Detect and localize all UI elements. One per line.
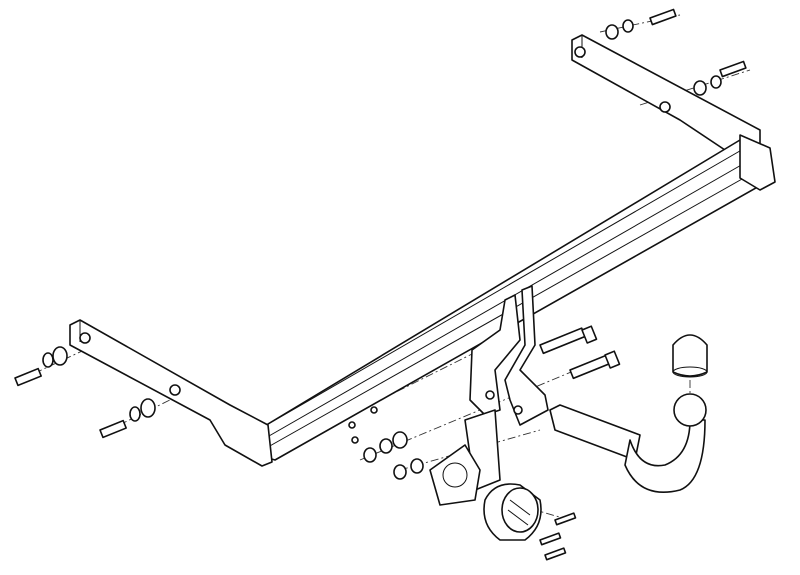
nut-icon — [659, 101, 671, 113]
left-side-bracket — [69, 319, 273, 467]
bolt-icon — [649, 8, 677, 26]
washer-icon — [693, 80, 707, 96]
washer-icon — [392, 431, 408, 449]
bolt-icon — [719, 60, 747, 78]
bolt-icon — [14, 367, 42, 387]
nut-icon — [574, 46, 586, 58]
right-side-bracket — [571, 34, 761, 161]
bolts — [14, 8, 747, 561]
nut-icon — [79, 332, 91, 344]
center-mount-bracket — [469, 285, 549, 426]
bolt-icon — [539, 325, 598, 355]
electrical-socket — [483, 483, 542, 541]
washer-icon — [129, 406, 141, 422]
washer-icon — [379, 438, 393, 454]
washer-icon — [42, 352, 54, 368]
bolt-icon — [544, 547, 567, 561]
tow-ball-neck — [549, 404, 706, 494]
nut-icon — [393, 464, 407, 480]
washers-and-nuts — [42, 19, 722, 480]
washer-icon — [622, 19, 634, 33]
washer-icon — [52, 346, 68, 366]
bolt-icon — [554, 512, 577, 526]
bolt-icon — [99, 419, 127, 439]
washer-icon — [605, 24, 619, 40]
ball-cap — [672, 334, 708, 378]
nut-icon — [363, 447, 377, 463]
tow-ball — [673, 393, 707, 427]
bolt-icon — [569, 350, 621, 380]
nut-icon — [169, 384, 181, 396]
washer-icon — [140, 398, 156, 418]
washer-icon — [710, 75, 722, 89]
socket-plate — [429, 409, 501, 506]
bolt-icon — [539, 532, 562, 546]
washer-icon — [410, 458, 424, 474]
